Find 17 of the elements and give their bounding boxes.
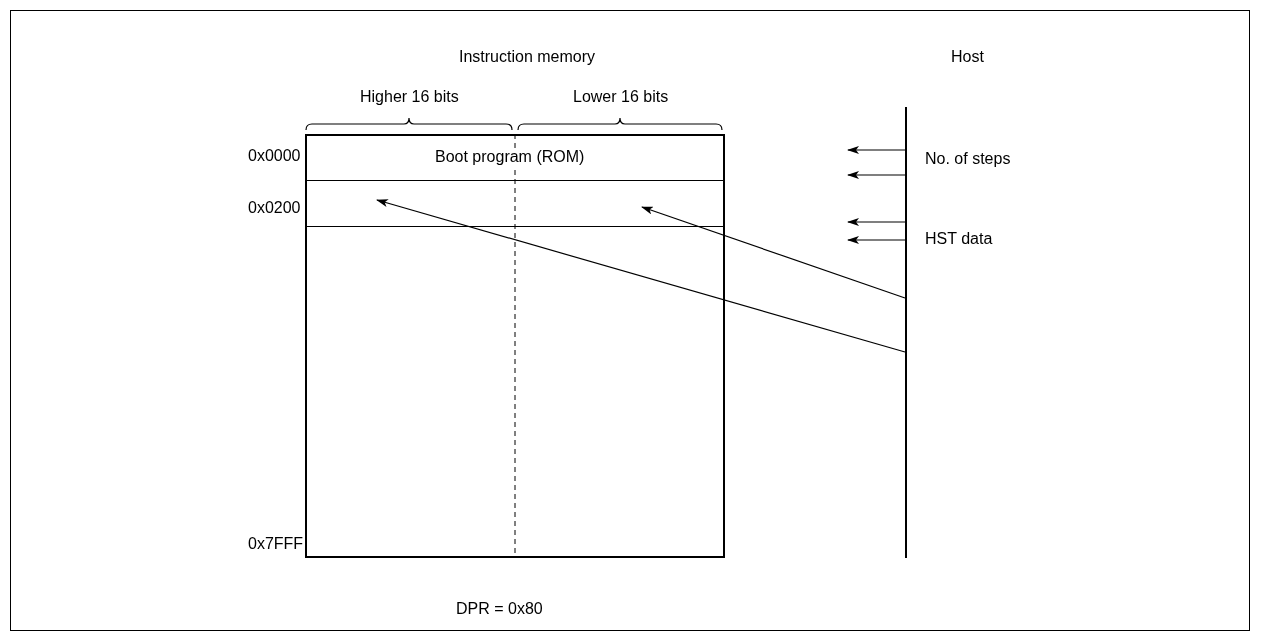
arrow [847,171,906,179]
brace-label: Higher 16 bits [360,88,459,106]
arrow [376,199,906,353]
address-label: 0x0000 [248,147,301,165]
address-label: 0x7FFF [248,535,304,553]
arrow [847,146,906,154]
region-label: Boot program (ROM) [433,148,587,166]
host-heading: Host [951,48,984,66]
memory-heading: Instruction memory [459,48,596,66]
brace-label: Lower 16 bits [573,88,669,106]
address-label: 0x0200 [248,199,301,217]
arrow [847,236,906,244]
signal-label: HST data [925,230,993,248]
arrow [847,218,906,226]
register-note: DPR = 0x80 [456,600,543,618]
arrow [641,206,906,299]
signal-label: No. of steps [925,150,1011,168]
